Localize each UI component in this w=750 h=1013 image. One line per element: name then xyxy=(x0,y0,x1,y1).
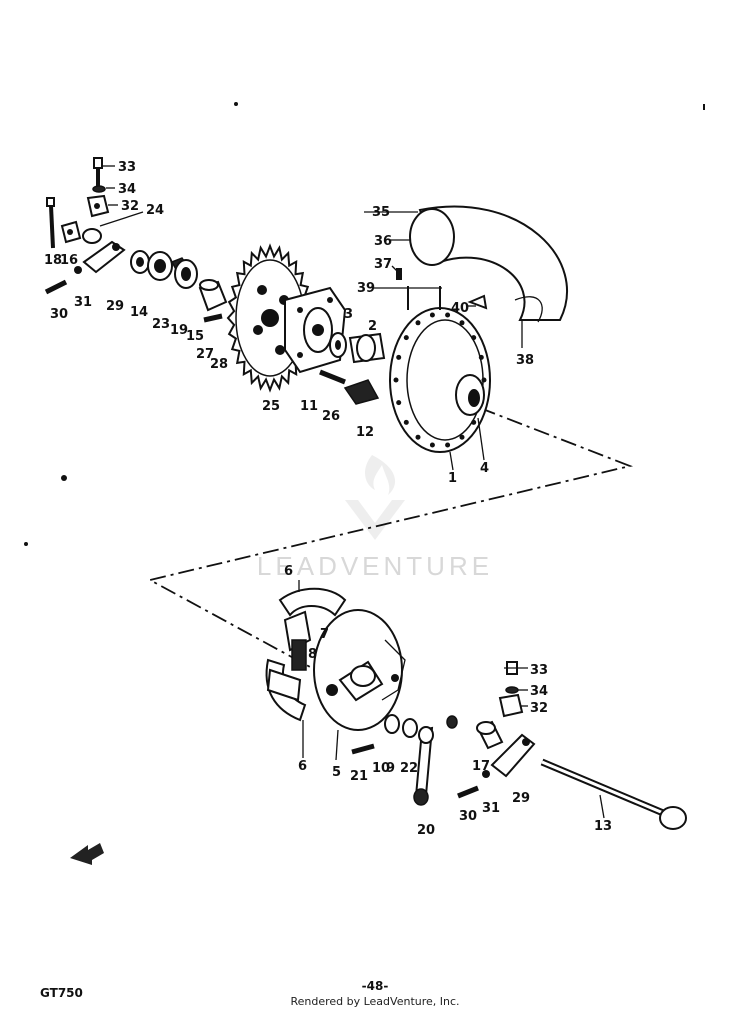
callout-19: 19 xyxy=(170,323,188,338)
collar-3 xyxy=(329,332,347,358)
callout-28: 28 xyxy=(210,357,228,372)
torque-arm-29-top xyxy=(82,240,126,274)
callout-34a: 34 xyxy=(118,182,136,197)
callout-15: 15 xyxy=(186,329,204,344)
speck xyxy=(24,542,28,546)
callout-3: 3 xyxy=(344,307,353,322)
callout-14: 14 xyxy=(130,305,148,320)
callout-17: 17 xyxy=(472,759,490,774)
washer-24 xyxy=(82,228,102,244)
callout-24: 24 xyxy=(146,203,164,218)
seal-9 xyxy=(402,718,418,738)
callout-36: 36 xyxy=(374,234,392,249)
page-number: -48- xyxy=(362,979,389,993)
spacer-2 xyxy=(348,332,386,364)
callout-21: 21 xyxy=(350,769,368,784)
spacer-14 xyxy=(130,250,150,274)
callout-40: 40 xyxy=(451,301,469,316)
washer-22 xyxy=(446,715,458,729)
valve-37 xyxy=(396,268,488,310)
bearing-19 xyxy=(170,257,198,289)
bolt-33-top xyxy=(86,157,110,218)
sprocket-mount-11 xyxy=(284,286,347,374)
callout-5: 5 xyxy=(332,765,341,780)
callout-18: 18 xyxy=(44,253,62,268)
callout-30b: 30 xyxy=(459,809,477,824)
callout-37: 37 xyxy=(374,257,392,272)
callout-22: 22 xyxy=(400,761,418,776)
bolt-27 xyxy=(203,313,223,323)
callout-30a: 30 xyxy=(50,307,68,322)
front-arrow-icon xyxy=(70,843,104,865)
spacer-15 xyxy=(198,279,228,312)
callout-31b: 31 xyxy=(482,801,500,816)
callout-38: 38 xyxy=(516,353,534,368)
model-code: GT750 xyxy=(40,986,83,1000)
bolt-26 xyxy=(319,369,346,385)
callout-20: 20 xyxy=(417,823,435,838)
callout-32a: 32 xyxy=(121,199,139,214)
wheel-hub-1 xyxy=(389,307,491,453)
callout-4: 4 xyxy=(480,461,489,476)
damper-12 xyxy=(343,379,380,405)
callout-27: 27 xyxy=(196,347,214,362)
callout-29a: 29 xyxy=(106,299,124,314)
callout-6a: 6 xyxy=(284,564,293,579)
washer-10 xyxy=(384,714,400,734)
callout-7: 7 xyxy=(320,627,329,642)
bolt-30-top xyxy=(44,266,82,295)
brake-panel-5 xyxy=(313,609,406,731)
callout-13: 13 xyxy=(594,819,612,834)
callout-29b: 29 xyxy=(512,791,530,806)
brake-shoes-6 xyxy=(265,587,347,722)
sprocket-25 xyxy=(226,243,314,393)
callout-2: 2 xyxy=(368,319,377,334)
callout-12: 12 xyxy=(356,425,374,440)
bolt-21 xyxy=(351,743,375,755)
leader-lines xyxy=(99,165,605,819)
callout-33b: 33 xyxy=(530,663,548,678)
brake-lever-20 xyxy=(413,726,434,806)
bolt-30-bottom xyxy=(457,785,479,799)
tire-38 xyxy=(409,205,568,323)
nut-31-bottom xyxy=(482,770,490,778)
speck xyxy=(234,102,238,106)
reference-lines xyxy=(147,407,634,706)
callout-39: 39 xyxy=(357,281,375,296)
bolt-18 xyxy=(46,197,82,249)
callout-23: 23 xyxy=(152,317,170,332)
callout-6b: 6 xyxy=(298,759,307,774)
callout-35: 35 xyxy=(372,205,390,220)
callout-34b: 34 xyxy=(530,684,548,699)
torque-arm-29-bottom xyxy=(490,733,536,778)
callout-1: 1 xyxy=(448,471,457,486)
callout-26: 26 xyxy=(322,409,340,424)
callout-16: 16 xyxy=(60,253,78,268)
axle-13 xyxy=(540,758,687,830)
bolt-33-bottom xyxy=(498,661,524,718)
bearing-23 xyxy=(147,251,173,281)
callout-33a: 33 xyxy=(118,160,136,175)
watermark-text: LEADVENTURE xyxy=(257,551,493,581)
callout-32b: 32 xyxy=(530,701,548,716)
spacer-17 xyxy=(476,720,504,750)
watermark-logo-icon xyxy=(345,455,405,540)
callout-8: 8 xyxy=(308,647,317,662)
credit-line: Rendered by LeadVenture, Inc. xyxy=(290,995,459,1008)
speck xyxy=(61,475,67,481)
callout-31a: 31 xyxy=(74,295,92,310)
callout-25: 25 xyxy=(262,399,280,414)
speck xyxy=(703,104,705,110)
callout-11: 11 xyxy=(300,399,318,414)
callout-9: 9 xyxy=(386,761,395,776)
callout-10: 10 xyxy=(372,761,390,776)
